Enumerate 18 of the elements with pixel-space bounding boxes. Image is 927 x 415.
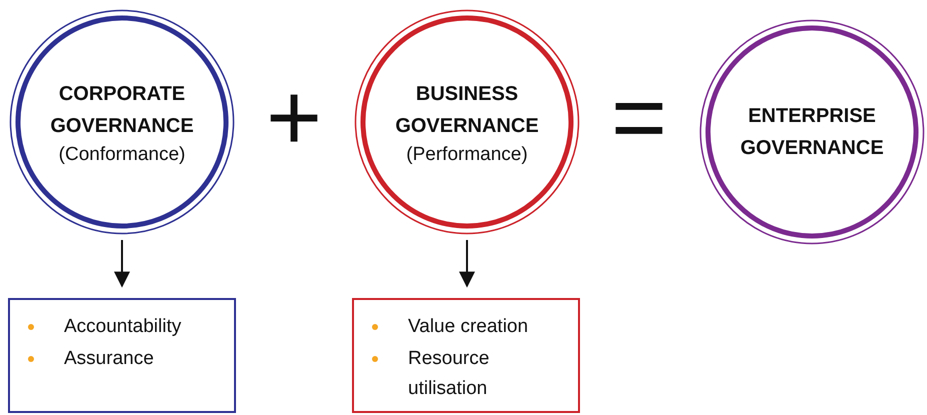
operator-symbol: + (266, 70, 322, 166)
circle-subtitle: (Performance) (406, 144, 528, 166)
bullet-item: Value creation (364, 312, 568, 342)
bullet-list-box (8, 298, 236, 413)
circle-heading: BUSINESS GOVERNANCE (394, 82, 540, 139)
arrow (114, 240, 130, 288)
bullet-item: Assurance (20, 344, 224, 374)
double-circle (354, 9, 580, 235)
bullet-item: Accountability (20, 312, 224, 342)
double-circle (699, 19, 925, 245)
circle-heading: ENTERPRISE GOVERNANCE (739, 104, 885, 161)
bullet-item: Resource utilisation (364, 344, 568, 404)
arrow (459, 240, 475, 288)
circle-heading: CORPORATE GOVERNANCE (49, 82, 195, 139)
circle-subtitle: (Conformance) (58, 144, 186, 166)
operator-symbol: = (611, 70, 668, 166)
bullet-list-box (352, 298, 580, 413)
double-circle (9, 9, 235, 235)
